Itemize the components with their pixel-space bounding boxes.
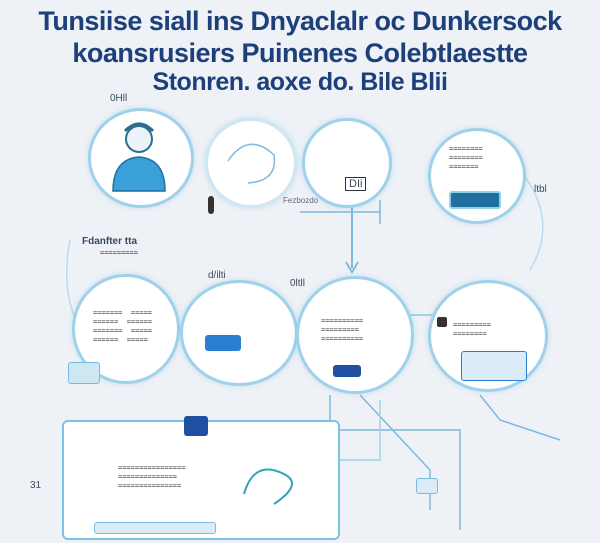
diagram-title-line-3: Stonren. aoxe do. Bile Blii (152, 68, 448, 96)
node-security: ========= ======== (428, 280, 548, 392)
monitor-icon (68, 362, 100, 384)
server-notes: ======== ======== ======= (449, 145, 483, 171)
diagram-title-line-2: koansrusiers Puinenes Colebtlaestte (72, 38, 528, 68)
panel-header-icon (184, 416, 208, 436)
node-swirl (205, 118, 297, 208)
node-document: DIi (302, 118, 392, 208)
security-notes: ========= ======== (453, 321, 491, 338)
chat-icon (333, 365, 361, 377)
lock-icon (437, 317, 447, 327)
right-badge: ltbl (534, 184, 547, 195)
mid-label-1: d/ilti (208, 270, 226, 281)
server-icon (449, 191, 501, 209)
cable-icon (208, 196, 214, 214)
device-icon (205, 335, 241, 351)
person-icon (112, 122, 166, 192)
node-center: ========== ========= ========== (296, 276, 414, 394)
panel-swirl-icon (243, 468, 293, 505)
server-rack-icon (461, 351, 527, 381)
node-device (180, 280, 298, 386)
left-caption: Fdanfter tta (82, 236, 137, 247)
list-notes: ======= ===== ====== ====== ======= ====… (93, 309, 153, 344)
swirl-icon (227, 143, 276, 184)
detail-panel: ================ ============== ========… (62, 416, 340, 540)
left-caption-dots: ========= (100, 249, 138, 257)
small-box-icon (416, 478, 438, 494)
panel-notes: ================ ============== ========… (118, 464, 186, 490)
node2-box-label: DIi (345, 177, 367, 191)
node2-caption: Fezbozdo (283, 196, 319, 205)
node-person (88, 108, 194, 208)
center-notes: ========== ========= ========== (321, 317, 364, 343)
panel-footer-bar (94, 522, 216, 534)
mid-label-2: 0ltll (290, 278, 306, 289)
diagram-title-line-1: Tunsiise siall ins Dnyaclalr oc Dunkerso… (38, 6, 562, 36)
bottom-left-num: 31 (30, 480, 42, 491)
node-server: ======== ======== ======= (428, 128, 526, 224)
top-small-label: 0Hll (110, 93, 128, 104)
